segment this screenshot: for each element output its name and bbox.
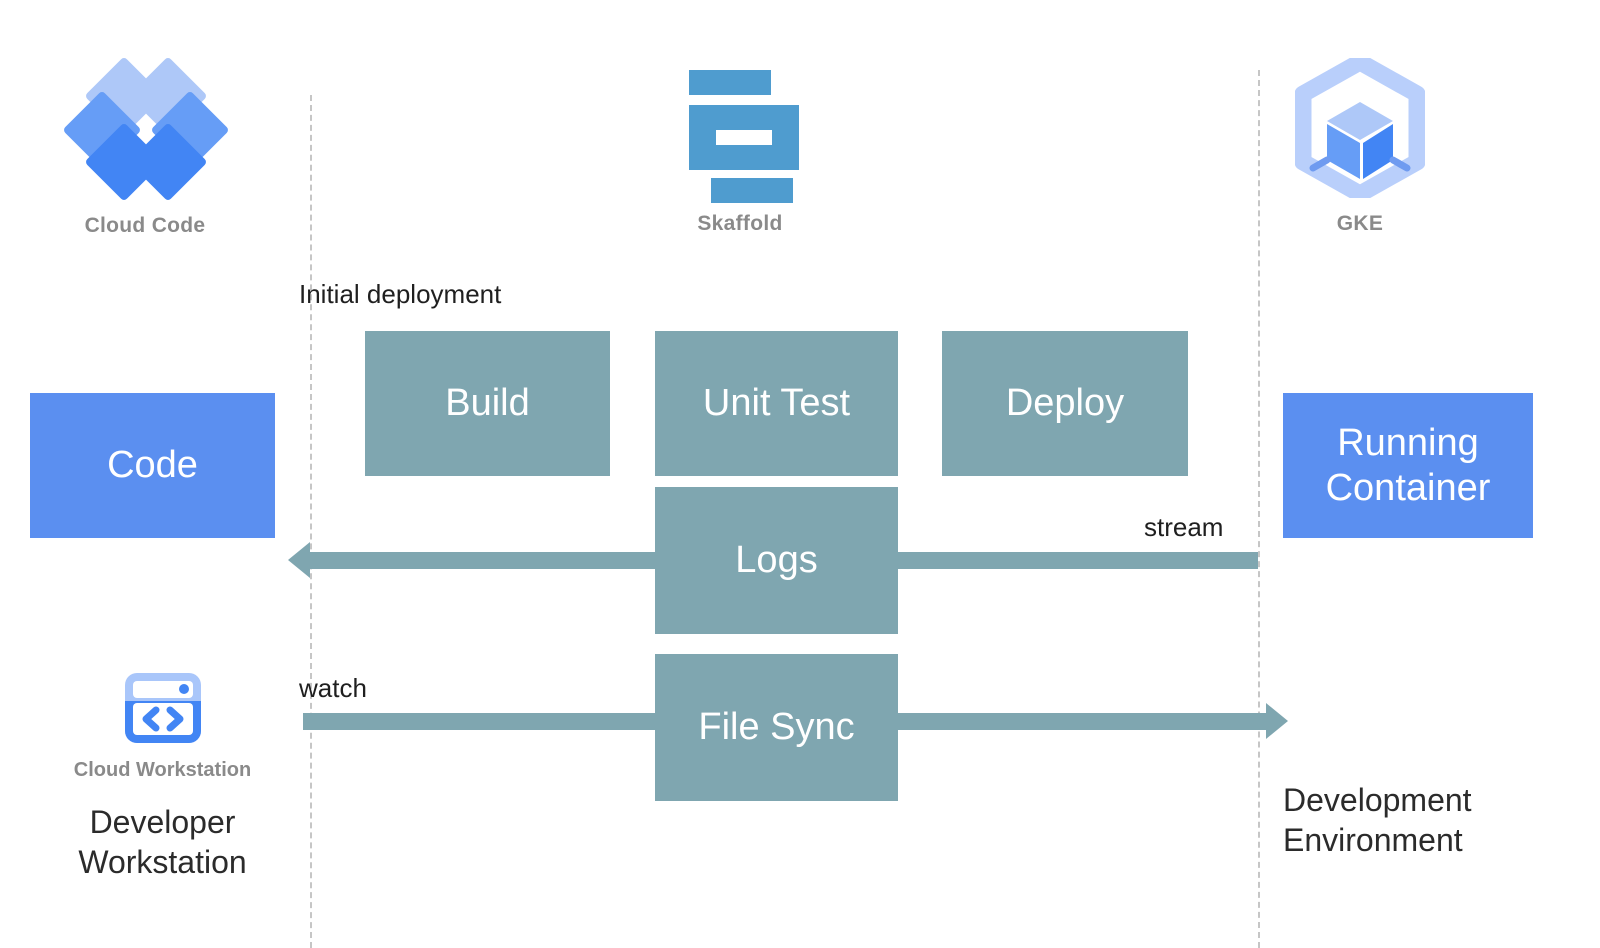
deploy-box[interactable]: Deploy bbox=[942, 331, 1188, 476]
cloud-code-icon bbox=[62, 56, 230, 202]
stream-label: stream bbox=[1144, 512, 1224, 542]
developer-workstation-line1: Developer bbox=[89, 804, 236, 840]
development-environment-line2: Environment bbox=[1283, 822, 1463, 858]
development-environment-title: Development Environment bbox=[1283, 780, 1583, 860]
code-box[interactable]: Code bbox=[30, 393, 275, 538]
initial-deployment-label: Initial deployment bbox=[299, 279, 502, 309]
cloud-code-caption: Cloud Code bbox=[84, 214, 206, 237]
boundary-line-left bbox=[310, 95, 312, 948]
gke-caption: GKE bbox=[1336, 212, 1384, 235]
skaffold-caption: Skaffold bbox=[697, 212, 783, 235]
skaffold-bar-5 bbox=[689, 145, 774, 170]
running-container-box[interactable]: Running Container bbox=[1283, 393, 1533, 538]
unit-test-box[interactable]: Unit Test bbox=[655, 331, 898, 476]
running-container-label-line1: Running bbox=[1337, 421, 1479, 464]
skaffold-bar-4 bbox=[772, 105, 799, 170]
developer-workstation-line2: Workstation bbox=[78, 844, 247, 880]
cloud-workstation-caption: Cloud Workstation bbox=[73, 759, 252, 781]
logs-box[interactable]: Logs bbox=[655, 487, 898, 634]
cloud-code-logo-group: Cloud Code bbox=[40, 56, 250, 238]
developer-workstation-group: Cloud Workstation Developer Workstation bbox=[30, 665, 295, 882]
skaffold-bar-6 bbox=[711, 178, 793, 203]
gke-icon bbox=[1294, 53, 1426, 203]
skaffold-logo-group: Skaffold bbox=[640, 62, 840, 236]
build-box[interactable]: Build bbox=[365, 331, 610, 476]
boundary-line-right bbox=[1258, 70, 1260, 948]
development-environment-line1: Development bbox=[1283, 782, 1472, 818]
logs-box-label: Logs bbox=[735, 539, 818, 581]
code-box-label: Code bbox=[107, 444, 198, 487]
cloud-workstation-icon bbox=[124, 673, 201, 743]
watch-label: watch bbox=[299, 673, 367, 703]
logs-arrow-head-left bbox=[288, 542, 310, 578]
gke-logo-group: GKE bbox=[1260, 53, 1460, 236]
unit-test-box-label: Unit Test bbox=[702, 382, 851, 424]
skaffold-bar-1 bbox=[689, 70, 771, 95]
build-box-label: Build bbox=[445, 382, 530, 424]
file-sync-box-label: File Sync bbox=[698, 706, 855, 748]
running-container-label-line2: Container bbox=[1325, 466, 1491, 509]
file-sync-arrow-head-right bbox=[1266, 703, 1288, 739]
deploy-box-label: Deploy bbox=[1005, 382, 1125, 424]
developer-workstation-title: Developer Workstation bbox=[30, 802, 295, 882]
file-sync-box[interactable]: File Sync bbox=[655, 654, 898, 801]
skaffold-icon bbox=[681, 62, 799, 203]
